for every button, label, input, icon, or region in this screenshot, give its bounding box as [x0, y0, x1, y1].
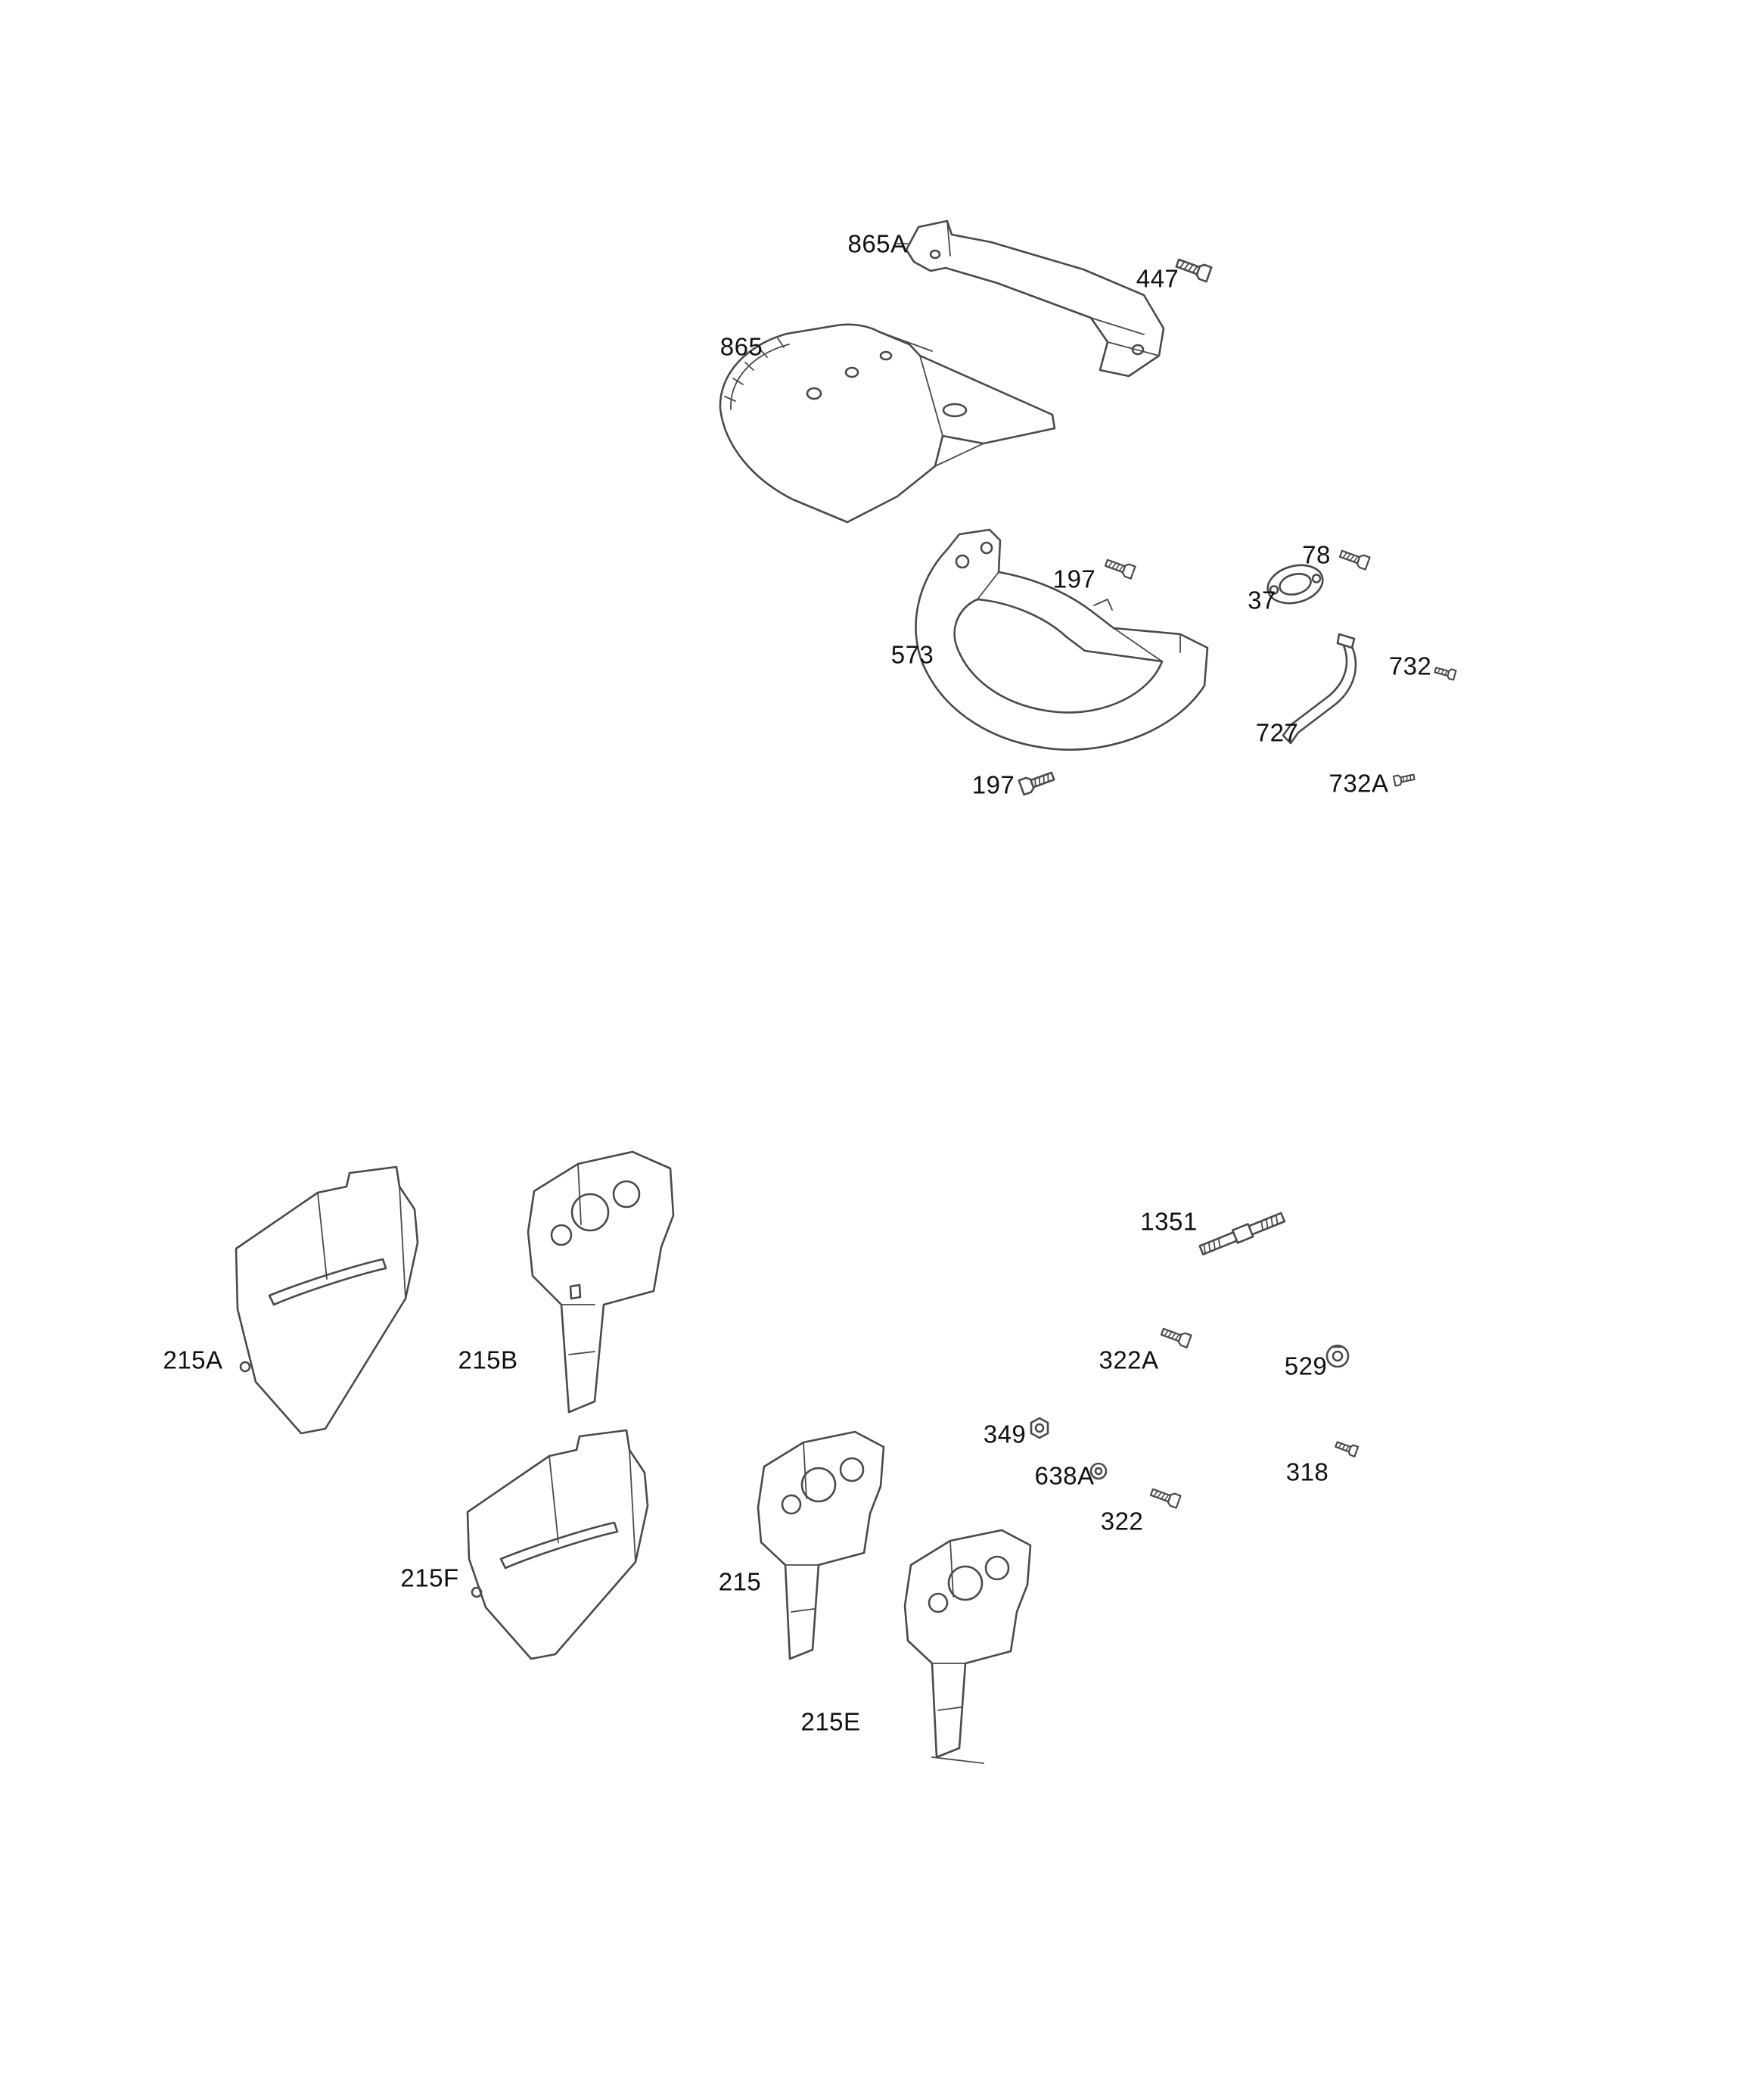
part-label-638A: 638A: [1034, 1461, 1095, 1490]
part-label-573: 573: [890, 640, 934, 669]
part-label-865A: 865A: [847, 229, 908, 258]
part-label-197: 197: [971, 770, 1015, 799]
part-727-drawing: [1282, 633, 1357, 745]
part-label-37: 37: [1248, 586, 1276, 614]
part-label-322A: 322A: [1099, 1346, 1159, 1374]
bolt-447-icon: [1173, 254, 1213, 283]
part-865-drawing: [719, 323, 1056, 524]
bolt-197-upper-icon: [1103, 555, 1136, 580]
stud-1351-icon: [1198, 1212, 1286, 1255]
part-215a-drawing: [235, 1165, 419, 1435]
part-865a-drawing: [897, 219, 1165, 378]
part-label-865: 865: [719, 332, 763, 361]
part-label-197: 197: [1052, 565, 1096, 593]
part-label-529: 529: [1284, 1352, 1328, 1380]
part-label-215: 215: [718, 1567, 762, 1596]
part-label-727: 727: [1255, 718, 1299, 747]
part-label-215E: 215E: [800, 1707, 861, 1736]
part-label-349: 349: [983, 1420, 1027, 1448]
part-573-drawing: [915, 528, 1209, 751]
part-215-drawing: [757, 1430, 885, 1660]
part-label-215B: 215B: [458, 1346, 518, 1374]
part-label-78: 78: [1302, 540, 1331, 569]
part-label-322: 322: [1100, 1507, 1144, 1535]
bolt-197-lower-icon: [1018, 767, 1057, 796]
part-label-732A: 732A: [1329, 769, 1389, 798]
bolt-322-icon: [1148, 1485, 1182, 1509]
screw-732a-icon: [1392, 771, 1416, 787]
gasket-37-drawing: [1266, 564, 1324, 605]
part-label-215A: 215A: [163, 1346, 223, 1374]
bolt-322a-icon: [1159, 1324, 1192, 1349]
screw-732-icon: [1433, 664, 1457, 681]
part-label-447: 447: [1136, 264, 1179, 293]
part-label-215F: 215F: [400, 1563, 459, 1592]
part-label-318: 318: [1285, 1458, 1329, 1486]
grommet-529-icon: [1325, 1344, 1350, 1368]
screw-318-icon: [1334, 1439, 1360, 1458]
nut-349-icon: [1030, 1417, 1049, 1439]
part-215f-drawing: [466, 1429, 649, 1660]
part-label-1351: 1351: [1140, 1207, 1198, 1236]
part-label-732: 732: [1388, 652, 1432, 680]
part-215b-drawing: [527, 1150, 675, 1414]
washer-638a-icon: [1089, 1462, 1108, 1480]
part-215e-drawing: [903, 1529, 1032, 1764]
bolt-78-icon: [1338, 546, 1371, 571]
